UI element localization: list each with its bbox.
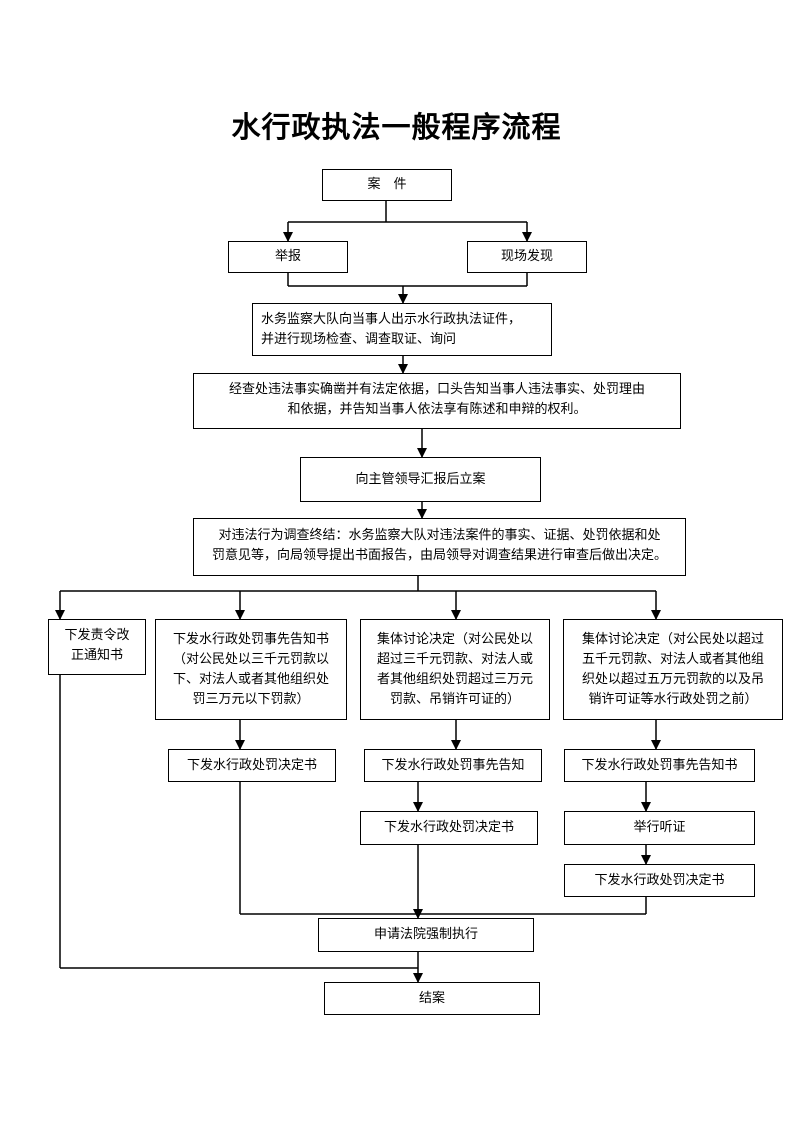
node-close: 结案 [324,982,540,1015]
node-c-hearing-label: 举行听证 [633,820,686,835]
node-onsite: 现场发现 [467,241,587,273]
node-conclude: 对违法行为调查终结：水务监察大队对违法案件的事实、证据、处罚依据和处 罚意见等，… [193,518,686,576]
node-inspect-line-1: 水务监察大队向当事人出示水行政执法证件， [261,312,522,327]
node-branch-a: 下发水行政处罚事先告知书 （对公民处以三千元罚款以 下、对法人或者其他组织处 罚… [155,619,347,720]
node-branch-a-line-1: 下发水行政处罚事先告知书 [172,632,329,647]
node-b-notice-label: 下发水行政处罚事先告知 [381,757,525,773]
node-enforce: 申请法院强制执行 [318,918,534,952]
node-branch-b-line-1: 集体讨论决定（对公民处以 [376,632,533,647]
node-branch-c-line-2: 五千元罚款、对法人或者其他组 [581,652,764,667]
node-branch-a-line-3: 下、对法人或者其他组织处 [172,672,329,687]
node-branch-b: 集体讨论决定（对公民处以 超过三千元罚款、对法人或 者其他组织处罚超过三万元 罚… [360,619,550,720]
page-title: 水行政执法一般程序流程 [231,110,562,144]
node-conclude-line-1: 对违法行为调查终结：水务监察大队对违法案件的事实、证据、处罚依据和处 [218,528,661,543]
node-conclude-line-2: 罚意见等，向局领导提出书面报告，由局领导对调查结果进行审查后做出决定。 [211,548,667,563]
node-file-case: 向主管领导汇报后立案 [300,457,541,502]
node-c-hearing: 举行听证 [564,811,755,845]
node-case-label: 案 件 [367,177,407,192]
node-inspect-line-2: 并进行现场检查、调查取证、询问 [261,332,457,347]
node-b-notice: 下发水行政处罚事先告知 [364,749,542,782]
node-inspect: 水务监察大队向当事人出示水行政执法证件， 并进行现场检查、调查取证、询问 [252,303,552,356]
node-branch-b-line-2: 超过三千元罚款、对法人或 [376,652,533,667]
node-branch-a-line-4: 罚三万元以下罚款） [192,692,310,707]
node-a-decision: 下发水行政处罚决定书 [168,749,336,782]
node-branch-b-line-3: 者其他组织处罚超过三万元 [376,672,533,687]
node-b-decision-label: 下发水行政处罚决定书 [383,820,514,835]
node-close-label: 结案 [418,990,445,1006]
node-branch-c-line-4: 销许可证等水行政处罚之前） [588,692,758,707]
node-branch-c-line-1: 集体讨论决定（对公民处以超过 [581,632,764,647]
node-c-decision-label: 下发水行政处罚决定书 [594,872,725,888]
node-c-decision: 下发水行政处罚决定书 [564,864,755,897]
node-branch-c-line-3: 织处以超过五万元罚款的以及吊 [581,672,764,687]
node-enforce-label: 申请法院强制执行 [373,927,478,942]
node-notify: 经查处违法事实确凿并有法定依据，口头告知当事人违法事实、处罚理由 和依据，并告知… [193,373,681,429]
node-c-notice-label: 下发水行政处罚事先告知书 [581,757,738,773]
node-case: 案 件 [322,169,452,201]
node-correction: 下发责令改 正通知书 [48,619,146,675]
node-notify-line-2: 和依据，并告知当事人依法享有陈述和申辩的权利。 [287,402,587,417]
node-correction-line-1: 下发责令改 [64,628,130,643]
node-onsite-label: 现场发现 [500,249,553,264]
node-branch-c: 集体讨论决定（对公民处以超过 五千元罚款、对法人或者其他组 织处以超过五万元罚款… [563,619,783,720]
node-report-label: 举报 [274,249,301,264]
node-branch-b-line-4: 罚款、吊销许可证的） [389,692,520,707]
node-correction-line-2: 正通知书 [70,648,123,663]
node-notify-line-1: 经查处违法事实确凿并有法定依据，口头告知当事人违法事实、处罚理由 [228,382,645,397]
node-file-case-label: 向主管领导汇报后立案 [355,471,486,487]
node-branch-a-line-2: （对公民处以三千元罚款以 [172,652,329,667]
node-c-notice: 下发水行政处罚事先告知书 [564,749,755,782]
node-report: 举报 [228,241,348,273]
node-b-decision: 下发水行政处罚决定书 [360,811,538,845]
node-a-decision-label: 下发水行政处罚决定书 [186,757,317,773]
